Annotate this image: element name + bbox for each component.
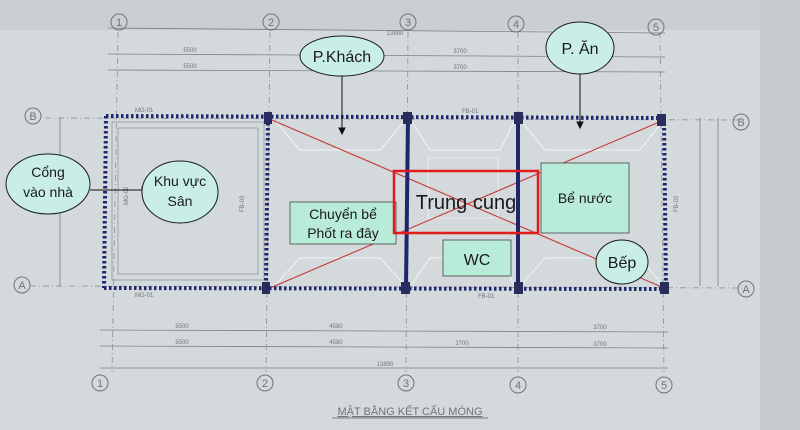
grid-label-a-left: A xyxy=(18,280,26,292)
grid-label-3-top: 3 xyxy=(405,17,411,29)
bep-label: Bếp xyxy=(608,255,637,272)
foundation-beams xyxy=(102,114,668,291)
grid-label-1-top: 1 xyxy=(116,17,122,29)
grid-label-3-bottom: 3 xyxy=(403,378,409,390)
beam-label-fb03: FB-03 xyxy=(240,195,246,212)
beam-label-top: MG-01 xyxy=(135,108,154,114)
foundation-columns xyxy=(262,112,669,294)
callout-p-an: P. Ăn xyxy=(545,21,615,75)
khu-vuc-label-line2: Sân xyxy=(168,193,193,209)
grid-labels: 1 2 3 4 5 1 2 3 4 5 B B A A xyxy=(18,17,750,392)
dim-bottom-r1-a: 5500 xyxy=(175,324,189,330)
dim-bottom-r2-d: 3700 xyxy=(593,342,607,348)
dim-bottom-r1-b: 4580 xyxy=(329,324,343,330)
beam-label-bottom: MG-01 xyxy=(135,293,154,299)
dim-top-r1-a: 5500 xyxy=(183,48,197,54)
dim-top-total: 13890 xyxy=(387,31,404,37)
be-nuoc-box xyxy=(540,162,630,234)
dim-top-r2-b: 3700 xyxy=(453,65,467,71)
grid-bubbles-top xyxy=(110,13,665,36)
p-khach-bubble xyxy=(299,35,385,77)
grid-label-b-left: B xyxy=(29,111,36,123)
trung-cung-box xyxy=(392,169,540,235)
box-chuyen-be-phot: Chuyển bể Phốt ra đây xyxy=(289,201,397,245)
chuyen-be-label-line2: Phốt ra đây xyxy=(307,225,379,241)
be-nuoc-label: Bể nước xyxy=(558,190,612,206)
grid-label-a-right: A xyxy=(742,284,750,296)
grid-bubbles-rows xyxy=(13,107,755,298)
solid-beams xyxy=(404,117,520,289)
grid-label-b-right: B xyxy=(737,117,744,129)
cong-bubble xyxy=(5,153,91,215)
beam-labels: MG-01 MG-01 MG-02 FB-03 FB-02 FB-01 FB-0… xyxy=(124,108,680,300)
cong-label-line1: Cổng xyxy=(31,164,64,180)
grid-label-4-bottom: 4 xyxy=(515,380,521,392)
grid-label-4-top: 4 xyxy=(513,19,519,31)
cong-label-line2: vào nhà xyxy=(23,184,73,200)
courtyard-bay xyxy=(111,121,265,281)
chuyen-be-label-line1: Chuyển bể xyxy=(309,206,377,222)
dim-bottom-r2-c: 3700 xyxy=(455,341,469,347)
grid-label-5-bottom: 5 xyxy=(661,380,667,392)
p-an-bubble xyxy=(545,21,615,75)
grid-label-2-bottom: 2 xyxy=(262,378,268,390)
grid-label-1-bottom: 1 xyxy=(97,378,103,390)
drawing-title: MẶT BẰNG KẾT CẤU MÓNG xyxy=(337,405,482,418)
khu-vuc-bubble xyxy=(141,160,219,224)
p-khach-label: P.Khách xyxy=(313,49,371,66)
box-be-nuoc: Bể nước xyxy=(540,162,630,234)
dim-bottom-r1-c: 3700 xyxy=(593,325,607,331)
bep-bubble xyxy=(595,239,649,285)
wc-label: WC xyxy=(464,252,491,269)
dim-top-r1-b: 3700 xyxy=(453,49,467,55)
box-trung-cung: Trung cung xyxy=(392,169,540,235)
dim-bottom-r2-b: 4580 xyxy=(329,340,343,346)
beam-label-fb01-top: FB-01 xyxy=(462,109,479,115)
p-an-label: P. Ăn xyxy=(561,39,598,58)
wc-box xyxy=(442,239,512,277)
chuyen-be-box xyxy=(289,201,397,245)
beam-label-fb02: FB-02 xyxy=(674,195,680,212)
dim-bottom-r2-a: 5500 xyxy=(175,340,189,346)
grid-label-5-top: 5 xyxy=(653,22,659,34)
beam-label-left: MG-02 xyxy=(124,186,130,205)
dim-bottom-total: 13890 xyxy=(377,362,394,368)
beam-label-fb01-bottom: FB-01 xyxy=(478,294,495,300)
trung-cung-label: Trung cung xyxy=(416,192,516,214)
callout-khu-vuc-san: Khu vực Sân xyxy=(141,160,219,224)
dim-top-r2-a: 5500 xyxy=(183,64,197,70)
callout-bep: Bếp xyxy=(595,239,649,285)
callout-p-khach: P.Khách xyxy=(299,35,385,77)
grid-bubbles-bottom xyxy=(91,374,673,394)
callout-cong-vao-nha: Cổng vào nhà xyxy=(5,153,91,215)
box-wc: WC xyxy=(442,239,512,277)
grid-label-2-top: 2 xyxy=(268,17,274,29)
khu-vuc-label-line1: Khu vực xyxy=(154,173,206,189)
